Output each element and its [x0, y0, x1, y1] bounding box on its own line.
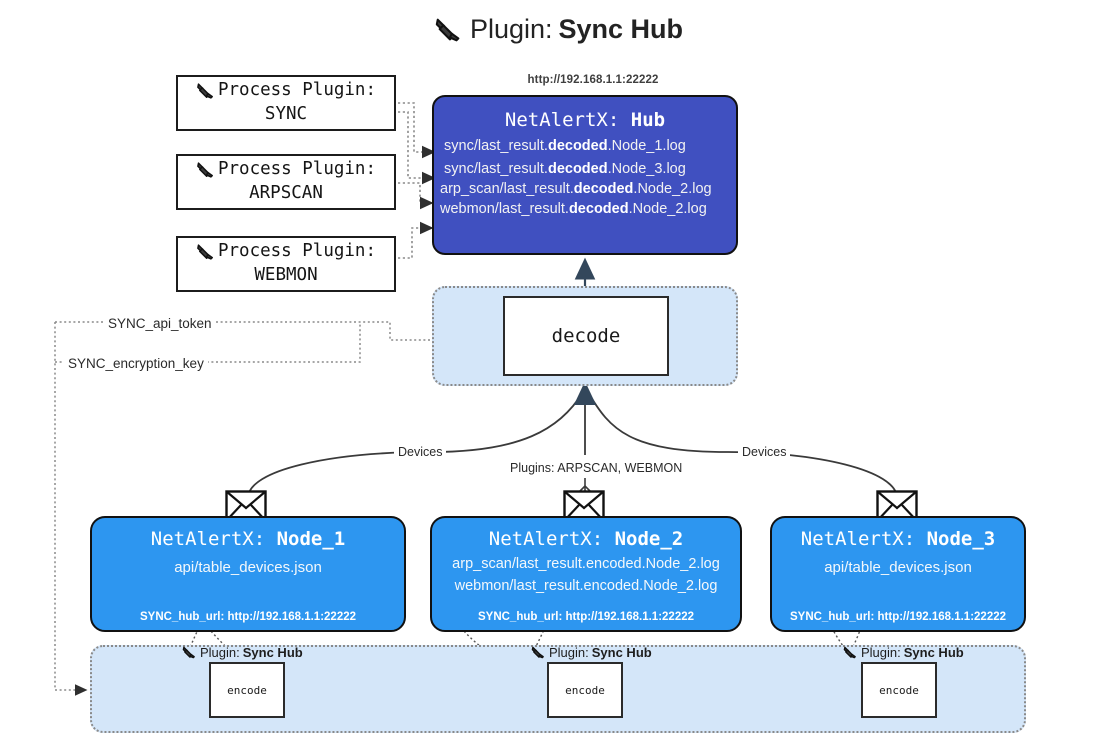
node-title: NetAlertX: Node_2	[432, 528, 740, 550]
node-line: arp_scan/last_result.encoded.Node_2.log	[452, 556, 720, 572]
encode-label-prefix: Plugin:	[549, 645, 589, 660]
hub-log-line: webmon/last_result.decoded.Node_2.log	[434, 201, 736, 217]
hub-log-post: .Node_2.log	[628, 201, 707, 217]
envelope-icon	[225, 490, 267, 522]
hub-log-pre: sync/last_result.	[444, 138, 548, 154]
node-box-node-1[interactable]: NetAlertX: Node_1 api/table_devices.json…	[90, 516, 406, 632]
envelope-icon	[563, 490, 605, 522]
hub-box[interactable]: NetAlertX: Hub sync/last_result.decoded.…	[432, 95, 738, 255]
hub-log-mid: decoded	[547, 138, 608, 154]
process-plugin-name: ARPSCAN	[249, 183, 323, 203]
encode-plugin-label-2: Plugin: Sync Hub	[531, 645, 652, 660]
encode-box-1[interactable]: encode	[209, 662, 285, 718]
plug-icon	[531, 645, 546, 660]
edge-label-devices-right: Devices	[738, 445, 791, 459]
process-plugin-webmon-box[interactable]: Process Plugin: WEBMON	[176, 236, 396, 292]
node-hub-url: SYNC_hub_url: http://192.168.1.1:22222	[477, 611, 695, 623]
plug-icon	[182, 645, 197, 660]
sync-api-token-label: SYNC_api_token	[104, 316, 216, 331]
hub-title-prefix: NetAlertX:	[504, 109, 631, 131]
process-plugin-sync-box[interactable]: Process Plugin: SYNC	[176, 75, 396, 131]
process-plugin-name: SYNC	[264, 104, 308, 124]
encode-label-prefix: Plugin:	[861, 645, 901, 660]
page-title-prefix: Plugin:	[469, 14, 553, 44]
encode-label-prefix: Plugin:	[200, 645, 240, 660]
hub-title: NetAlertX: Hub	[434, 109, 736, 131]
hub-log-line: arp_scan/last_result.decoded.Node_2.log	[434, 181, 736, 197]
node-title: NetAlertX: Node_1	[92, 528, 404, 550]
page-title-name: Sync Hub	[558, 14, 684, 44]
node-hub-url: SYNC_hub_url: http://192.168.1.1:22222	[139, 611, 357, 623]
encode-box-3[interactable]: encode	[861, 662, 937, 718]
plug-icon	[196, 242, 216, 262]
hub-title-name: Hub	[630, 109, 666, 131]
hub-log-pre: arp_scan/last_result.	[440, 181, 574, 197]
process-plugin-label: Process Plugin:	[217, 159, 377, 180]
encode-label-name: Sync Hub	[242, 645, 303, 660]
node-title-name: Node_1	[276, 528, 346, 550]
sync-encryption-key-label: SYNC_encryption_key	[64, 356, 208, 371]
envelope-icon	[876, 490, 918, 522]
process-plugin-arpscan-box[interactable]: Process Plugin: ARPSCAN	[176, 154, 396, 210]
node-title-prefix: NetAlertX:	[488, 528, 615, 550]
plug-icon	[196, 160, 216, 180]
node-title-name: Node_3	[926, 528, 996, 550]
encode-plugin-label-3: Plugin: Sync Hub	[843, 645, 964, 660]
node-line: api/table_devices.json	[824, 559, 972, 576]
node-title: NetAlertX: Node_3	[772, 528, 1024, 550]
hub-log-line: sync/last_result.decoded.Node_1.log	[434, 138, 736, 154]
plug-icon	[434, 15, 464, 45]
plug-icon	[843, 645, 858, 660]
encode-label-name: Sync Hub	[903, 645, 964, 660]
edge-label-plugins: Plugins: ARPSCAN, WEBMON	[506, 461, 687, 475]
encode-label-name: Sync Hub	[591, 645, 652, 660]
hub-url-label: http://192.168.1.1:22222	[527, 74, 659, 86]
node-title-name: Node_2	[614, 528, 684, 550]
hub-log-post: .Node_2.log	[633, 181, 712, 197]
node-hub-url: SYNC_hub_url: http://192.168.1.1:22222	[789, 611, 1007, 623]
node-line: webmon/last_result.encoded.Node_2.log	[454, 578, 718, 594]
hub-log-mid: decoded	[547, 161, 608, 177]
process-plugin-name: WEBMON	[254, 265, 318, 285]
decode-box[interactable]: decode	[503, 296, 669, 376]
hub-log-mid: decoded	[573, 181, 634, 197]
node-box-node-2[interactable]: NetAlertX: Node_2 arp_scan/last_result.e…	[430, 516, 742, 632]
encode-plugin-label-1: Plugin: Sync Hub	[182, 645, 303, 660]
hub-log-pre: webmon/last_result.	[440, 201, 569, 217]
node-title-prefix: NetAlertX:	[150, 528, 277, 550]
hub-log-mid: decoded	[568, 201, 629, 217]
hub-log-pre: sync/last_result.	[444, 161, 548, 177]
edge-label-devices-left: Devices	[394, 445, 447, 459]
node-title-prefix: NetAlertX:	[800, 528, 927, 550]
node-box-node-3[interactable]: NetAlertX: Node_3 api/table_devices.json…	[770, 516, 1026, 632]
hub-log-post: .Node_1.log	[607, 138, 686, 154]
node-line: api/table_devices.json	[174, 559, 322, 576]
encode-box-2[interactable]: encode	[547, 662, 623, 718]
page-title: Plugin: Sync Hub	[0, 14, 1117, 45]
process-plugin-label: Process Plugin:	[217, 241, 377, 262]
plug-icon	[196, 81, 216, 101]
hub-log-line: sync/last_result.decoded.Node_3.log	[434, 161, 736, 177]
process-plugin-label: Process Plugin:	[217, 80, 377, 101]
hub-log-post: .Node_3.log	[607, 161, 686, 177]
